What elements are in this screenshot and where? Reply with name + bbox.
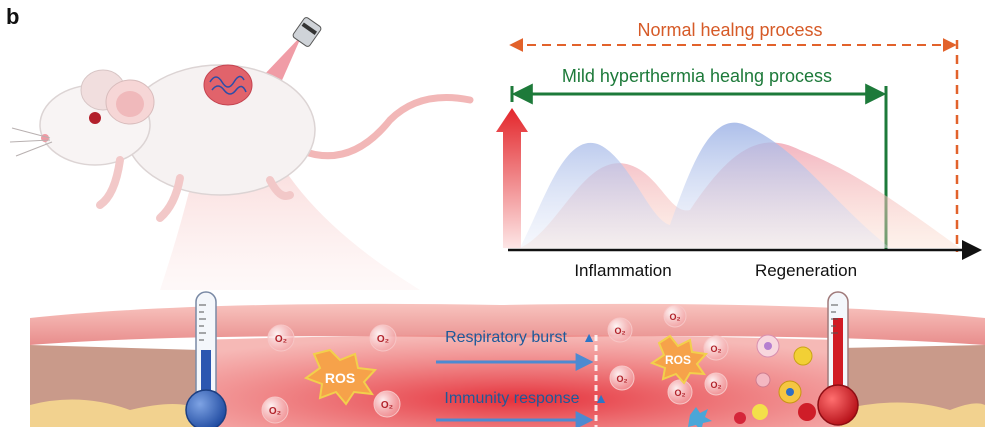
mouse-eye bbox=[89, 112, 101, 124]
laser-device-icon bbox=[292, 17, 322, 47]
svg-text:O₂: O₂ bbox=[615, 326, 626, 336]
svg-text:O₂: O₂ bbox=[670, 312, 681, 322]
fat-layer-right bbox=[840, 402, 985, 427]
svg-text:ROS: ROS bbox=[325, 370, 355, 386]
wound-site bbox=[203, 64, 253, 106]
thermometer-high bbox=[817, 291, 859, 426]
svg-text:O₂: O₂ bbox=[711, 380, 722, 390]
respiratory-burst-label: Respiratory burst bbox=[445, 329, 567, 346]
o2-bubble: O₂ bbox=[703, 335, 729, 361]
svg-text:O₂: O₂ bbox=[617, 374, 628, 384]
mouse-ear-inner bbox=[116, 91, 144, 117]
tissue-body bbox=[200, 335, 840, 427]
fat-layer bbox=[30, 399, 200, 427]
svg-text:O₂: O₂ bbox=[711, 344, 722, 354]
mouse-tail bbox=[296, 94, 474, 160]
svg-text:ROS: ROS bbox=[665, 353, 691, 367]
o2-bubble: O₂ bbox=[267, 324, 295, 352]
respiratory-burst-up-arrow: ▲ bbox=[582, 329, 596, 345]
healing-timeline: Normal healng process Mild hyperthermia … bbox=[496, 20, 982, 280]
o2-bubble: O₂ bbox=[667, 379, 693, 405]
svg-text:O₂: O₂ bbox=[377, 334, 389, 345]
mouse-leg-mid bbox=[156, 174, 184, 222]
o2-bubble: O₂ bbox=[607, 317, 633, 343]
o2-bubble: O₂ bbox=[609, 365, 635, 391]
o2-bubble: O₂ bbox=[663, 304, 687, 328]
mouse-leg-back bbox=[266, 176, 294, 200]
o2-bubble: O₂ bbox=[373, 390, 401, 418]
mouse-illustration bbox=[9, 17, 474, 222]
o2-bubble: O₂ bbox=[369, 324, 397, 352]
svg-text:O₂: O₂ bbox=[275, 334, 287, 345]
o2-bubble: O₂ bbox=[261, 396, 289, 424]
ros-burst-left: ROS bbox=[303, 348, 378, 406]
thermometer-low bbox=[185, 291, 227, 427]
temperature-up-arrow bbox=[496, 108, 528, 248]
svg-text:O₂: O₂ bbox=[269, 406, 281, 417]
normal-process-label: Normal healng process bbox=[637, 20, 822, 40]
panel-label: b bbox=[6, 4, 20, 29]
wound-hydrogel bbox=[209, 75, 247, 95]
immunity-response-up-arrow: ▲ bbox=[594, 390, 608, 406]
mild-process-label: Mild hyperthermia healng process bbox=[562, 66, 832, 86]
ros-burst-right: ROS bbox=[649, 334, 708, 385]
phase-regeneration: Regeneration bbox=[755, 261, 857, 280]
mouse-leg-front bbox=[96, 156, 124, 209]
immunity-response-label: Immunity response bbox=[444, 390, 579, 407]
immune-cells bbox=[688, 334, 816, 427]
phase-inflammation: Inflammation bbox=[574, 261, 671, 280]
svg-text:O₂: O₂ bbox=[381, 400, 393, 411]
mouse-whiskers bbox=[9, 127, 53, 157]
mild-healing-curve bbox=[520, 122, 890, 248]
o2-bubble: O₂ bbox=[704, 372, 728, 396]
svg-text:O₂: O₂ bbox=[675, 388, 686, 398]
